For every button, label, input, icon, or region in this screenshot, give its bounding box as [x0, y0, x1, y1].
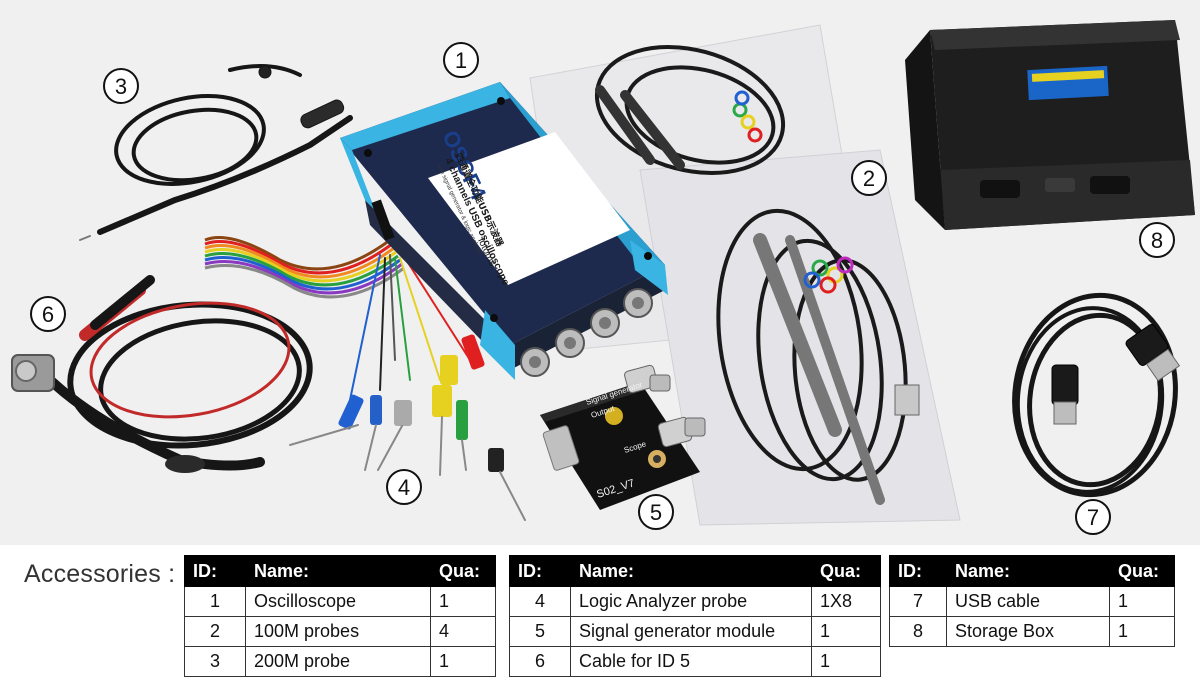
callout-1-label: 1 [455, 48, 467, 73]
probe-200m [79, 64, 353, 241]
table-header-row: ID: Name: Qua: [184, 555, 496, 587]
storage-box [905, 20, 1195, 230]
callout-6-label: 6 [42, 302, 54, 327]
ribbon-cable [204, 236, 405, 299]
cell-id: 1 [184, 586, 246, 617]
table-row: 6 Cable for ID 5 1 [509, 646, 881, 677]
callout-3 [103, 68, 139, 104]
table-row: 5 Signal generator module 1 [509, 616, 881, 647]
callout-5-label: 5 [650, 500, 662, 525]
table-row: 4 Logic Analyzer probe 1X8 [509, 586, 881, 617]
cell-qty: 1X8 [811, 586, 881, 617]
cell-name: Logic Analyzer probe [570, 586, 812, 617]
column-header-name: Name: [946, 555, 1110, 587]
table-row: 3 200M probe 1 [184, 646, 496, 677]
cell-qty: 1 [1109, 616, 1175, 647]
column-header-qty: Qua: [1109, 555, 1175, 587]
cell-name: Oscilloscope [245, 586, 431, 617]
callout-8-label: 8 [1151, 228, 1163, 253]
column-header-id: ID: [184, 555, 246, 587]
accessories-table-3: ID: Name: Qua: 7 USB cable 1 8 Storage B… [889, 555, 1175, 647]
callout-3-label: 3 [115, 74, 127, 99]
accessories-table-1: ID: Name: Qua: 1 Oscilloscope 1 2 100M p… [184, 555, 496, 677]
accessories-label: Accessories : [24, 560, 176, 588]
table-header-row: ID: Name: Qua: [509, 555, 881, 587]
oscilloscope-unit: OSCF4 四通道全功能USB示波器 4 channels USB oscill… [340, 82, 668, 380]
cell-name: Storage Box [946, 616, 1110, 647]
table-header-row: ID: Name: Qua: [889, 555, 1175, 587]
logic-analyzer-clips [289, 254, 526, 521]
cell-qty: 4 [430, 616, 496, 647]
signal-cable [11, 275, 313, 473]
usb-cable [1012, 292, 1181, 498]
column-header-id: ID: [509, 555, 571, 587]
cell-qty: 1 [430, 646, 496, 677]
cell-name: 200M probe [245, 646, 431, 677]
cell-id: 6 [509, 646, 571, 677]
cell-name: 100M probes [245, 616, 431, 647]
cell-qty: 1 [811, 646, 881, 677]
callout-1 [443, 42, 479, 78]
table-row: 8 Storage Box 1 [889, 616, 1175, 647]
cell-name: USB cable [946, 586, 1110, 617]
table-row: 1 Oscilloscope 1 [184, 586, 496, 617]
column-header-qty: Qua: [811, 555, 881, 587]
cell-name: Cable for ID 5 [570, 646, 812, 677]
callout-7-label: 7 [1087, 505, 1099, 530]
table-row: 2 100M probes 4 [184, 616, 496, 647]
cell-id: 4 [509, 586, 571, 617]
column-header-name: Name: [570, 555, 812, 587]
table-row: 7 USB cable 1 [889, 586, 1175, 617]
callout-2 [851, 160, 887, 196]
callout-8 [1139, 222, 1175, 258]
bnc-connectors [520, 288, 653, 377]
column-header-qty: Qua: [430, 555, 496, 587]
column-header-name: Name: [245, 555, 431, 587]
callout-4 [386, 469, 422, 505]
accessories-table-2: ID: Name: Qua: 4 Logic Analyzer probe 1X… [509, 555, 881, 677]
callout-markers [30, 42, 1175, 535]
column-header-id: ID: [889, 555, 947, 587]
product-photo: OSCF4 四通道全功能USB示波器 4 channels USB oscill… [0, 0, 1200, 545]
callout-6 [30, 296, 66, 332]
callout-4-label: 4 [398, 475, 410, 500]
cell-qty: 1 [811, 616, 881, 647]
cell-name: Signal generator module [570, 616, 812, 647]
callout-2-label: 2 [863, 166, 875, 191]
callout-7 [1075, 499, 1111, 535]
cell-qty: 1 [430, 586, 496, 617]
callout-5 [638, 494, 674, 530]
cell-qty: 1 [1109, 586, 1175, 617]
cell-id: 3 [184, 646, 246, 677]
cell-id: 8 [889, 616, 947, 647]
cell-id: 7 [889, 586, 947, 617]
cell-id: 2 [184, 616, 246, 647]
cell-id: 5 [509, 616, 571, 647]
